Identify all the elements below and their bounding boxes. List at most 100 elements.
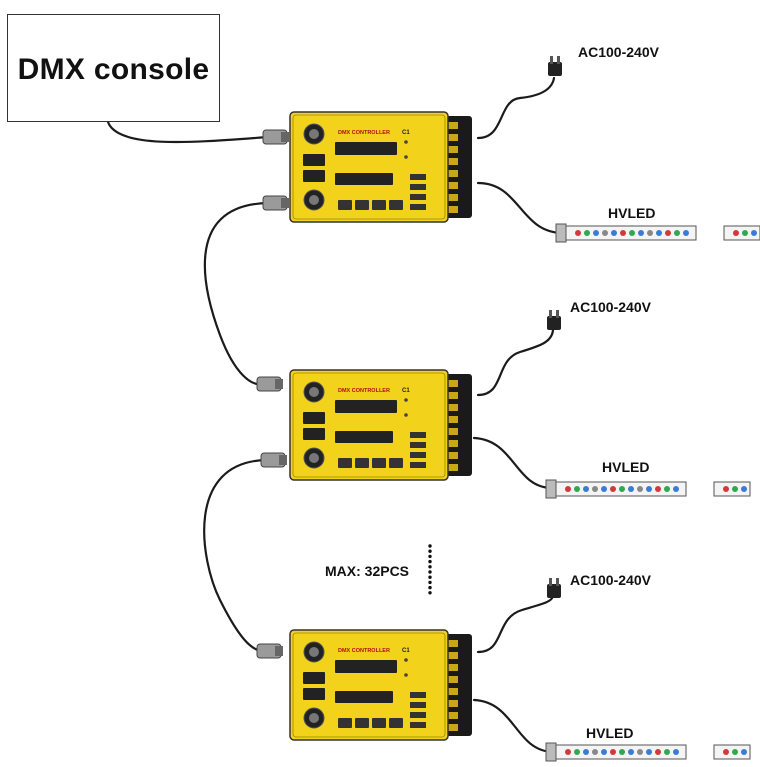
controller-body: [289, 369, 449, 481]
status-led: [404, 658, 408, 662]
side-button: [410, 692, 426, 698]
led-dot: [628, 749, 634, 755]
status-led: [404, 155, 408, 159]
status-led: [404, 398, 408, 402]
daisy-chain-cable-1-2: [203, 201, 270, 386]
model-text: C1: [402, 130, 410, 136]
rj45-port: [303, 428, 325, 440]
plug-body: [548, 62, 562, 76]
led-dot: [620, 230, 626, 236]
led-dot: [610, 486, 616, 492]
display-window: [335, 142, 397, 155]
led-dot: [673, 749, 679, 755]
continuation-dot: [428, 575, 432, 579]
terminal-slot: [446, 428, 458, 435]
terminal-slot: [446, 146, 458, 153]
terminal-slot: [446, 652, 458, 659]
hvled-strip: [555, 481, 687, 497]
continuation-dot: [428, 580, 432, 585]
led-dot: [656, 230, 662, 236]
plug-body: [547, 584, 561, 598]
side-button: [410, 702, 426, 708]
display-window: [335, 660, 397, 673]
terminal-slot: [446, 392, 458, 399]
led-dot: [638, 230, 644, 236]
led-dot: [683, 230, 689, 236]
power-cable-1: [476, 76, 556, 140]
controller-body: [289, 629, 449, 741]
xlr-connector-ring: [281, 132, 289, 142]
side-button: [410, 194, 426, 200]
plug-prong: [556, 578, 559, 586]
terminal-slot: [446, 688, 458, 695]
led-dot: [646, 486, 652, 492]
hvled-strip: [565, 225, 697, 241]
terminal-slot: [446, 464, 458, 471]
daisy-chain-cable-2-3: [203, 458, 268, 653]
led-dot: [732, 486, 738, 492]
controller-bezel: [292, 114, 446, 220]
keypad-button: [389, 200, 403, 210]
side-button: [410, 712, 426, 718]
led-dot: [664, 486, 670, 492]
side-button: [410, 184, 426, 190]
led-dot: [646, 749, 652, 755]
led-dot: [742, 230, 748, 236]
xlr-connector-ring: [275, 646, 283, 656]
continuation-dot: [428, 559, 432, 564]
led-dot: [583, 749, 589, 755]
side-button: [410, 462, 426, 468]
hvled-strip-segment: [713, 481, 751, 497]
led-cable-2: [472, 436, 554, 490]
terminal-slot: [446, 134, 458, 141]
led-dot: [723, 749, 729, 755]
power-cable-3: [476, 594, 555, 654]
keypad-button: [338, 458, 352, 468]
power-label-3: AC100-240V: [570, 572, 651, 588]
terminal-slot: [446, 122, 458, 129]
led-dot: [565, 486, 571, 492]
terminal-slot: [446, 452, 458, 459]
side-button: [410, 204, 426, 210]
led-label-3: HVLED: [586, 725, 634, 741]
display-window: [335, 431, 393, 443]
terminal-slot: [446, 676, 458, 683]
led-dot: [647, 230, 653, 236]
rj45-port: [303, 688, 325, 700]
terminal-slot: [446, 640, 458, 647]
xlr-connector-ring: [279, 455, 287, 465]
led-dot: [574, 486, 580, 492]
led-dot: [565, 749, 571, 755]
model-text: C1: [402, 648, 410, 654]
terminal-slot: [446, 206, 458, 213]
keypad-button: [355, 458, 369, 468]
keypad-button: [338, 200, 352, 210]
led-label-1: HVLED: [608, 205, 656, 221]
continuation-dot: [428, 549, 432, 553]
continuation-dot: [428, 565, 432, 569]
continuation-dot: [428, 554, 432, 559]
led-dot: [575, 230, 581, 236]
xlr-in-inner: [309, 387, 319, 397]
rj45-port: [303, 170, 325, 182]
keypad-button: [372, 458, 386, 468]
rj45-port: [303, 672, 325, 684]
led-dot: [593, 230, 599, 236]
keypad-button: [389, 718, 403, 728]
led-dot: [574, 749, 580, 755]
keypad-button: [338, 718, 352, 728]
led-end-cap: [545, 742, 557, 762]
plug-prong: [557, 56, 560, 64]
continuation-dot: [428, 570, 432, 574]
terminal-slot: [446, 700, 458, 707]
led-dot: [610, 749, 616, 755]
led-cable-1: [476, 181, 564, 235]
plug-prong: [549, 578, 552, 586]
led-dot: [732, 749, 738, 755]
led-end-cap: [545, 479, 557, 499]
plug-prong: [550, 56, 553, 64]
keypad-button: [355, 200, 369, 210]
brand-text: DMX CONTROLLER: [338, 388, 390, 394]
terminal-slot: [446, 182, 458, 189]
rj45-port: [303, 412, 325, 424]
